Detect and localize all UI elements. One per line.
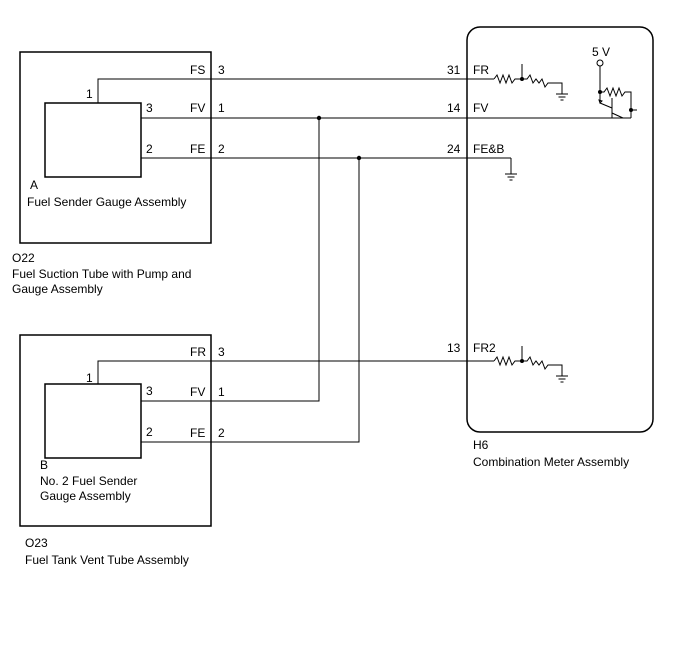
o23-inner-pin-2: 2 xyxy=(146,425,153,439)
fr2-ground-icon xyxy=(556,375,568,383)
o23-term-fr: FR xyxy=(190,345,206,359)
h6-term-fv: FV xyxy=(473,101,488,115)
h6-code: H6 xyxy=(473,438,489,452)
o23-fr-internal-wire xyxy=(97,360,211,384)
o22-name-line2: Gauge Assembly xyxy=(12,282,103,296)
o23-sender-gauge-box xyxy=(44,383,142,459)
o22-inner-pin-2: 2 xyxy=(146,142,153,156)
o22-term-fs-pin: 3 xyxy=(218,63,225,77)
o22-term-fv-pin: 1 xyxy=(218,101,225,115)
splice-dot-fe xyxy=(356,155,362,161)
o23-term-fv-pin: 1 xyxy=(218,385,225,399)
wire-o23-fe-splice xyxy=(211,158,360,443)
o22-sender-gauge-box xyxy=(44,102,142,178)
wire-o23-fv-splice xyxy=(211,118,320,402)
o23-term-fe-pin: 2 xyxy=(218,426,225,440)
o22-sub-name: Fuel Sender Gauge Assembly xyxy=(27,195,186,209)
o22-sub-label: A xyxy=(30,178,38,192)
o22-name-line1: Fuel Suction Tube with Pump and xyxy=(12,267,191,281)
o23-code: O23 xyxy=(25,536,48,550)
h6-term-feb: FE&B xyxy=(473,142,504,156)
fr-resistor-network xyxy=(493,64,568,101)
o23-term-fr-pin: 3 xyxy=(218,345,225,359)
o23-inner-pin-3: 3 xyxy=(146,384,153,398)
splice-dot-fv xyxy=(316,115,322,121)
fr2-resistor-network xyxy=(493,346,568,383)
o22-term-fe-pin: 2 xyxy=(218,142,225,156)
h6-pin-24: 24 xyxy=(447,142,461,156)
h6-term-fr: FR xyxy=(473,63,489,77)
h6-pin-14: 14 xyxy=(447,101,461,115)
o22-connector-box xyxy=(19,51,212,244)
o22-fs-internal-wire xyxy=(97,78,211,103)
o22-term-fe: FE xyxy=(190,142,205,156)
o22-term-fv: FV xyxy=(190,101,205,115)
feb-ground-icon xyxy=(505,158,517,181)
o23-connector-box xyxy=(19,334,212,527)
fr-ground-icon xyxy=(556,93,568,101)
supply-5v-label: 5 V xyxy=(592,45,610,59)
o22-code: O22 xyxy=(12,251,35,265)
o23-term-fe: FE xyxy=(190,426,205,440)
o22-inner-pin-1: 1 xyxy=(86,87,93,101)
o23-inner-pin-1: 1 xyxy=(86,371,93,385)
h6-term-fr2: FR2 xyxy=(473,341,496,355)
o23-sub-label: B xyxy=(40,458,48,472)
h6-meter-box xyxy=(466,26,654,433)
o23-sub-name-line2: Gauge Assembly xyxy=(40,489,131,503)
o23-term-fv: FV xyxy=(190,385,205,399)
o22-inner-pin-3: 3 xyxy=(146,101,153,115)
transistor-circuit xyxy=(596,59,637,119)
h6-pin-13: 13 xyxy=(447,341,461,355)
o23-sub-name-line1: No. 2 Fuel Sender xyxy=(40,474,137,488)
h6-name: Combination Meter Assembly xyxy=(473,455,629,469)
o22-term-fs: FS xyxy=(190,63,205,77)
o23-name: Fuel Tank Vent Tube Assembly xyxy=(25,553,189,567)
h6-pin-31: 31 xyxy=(447,63,461,77)
